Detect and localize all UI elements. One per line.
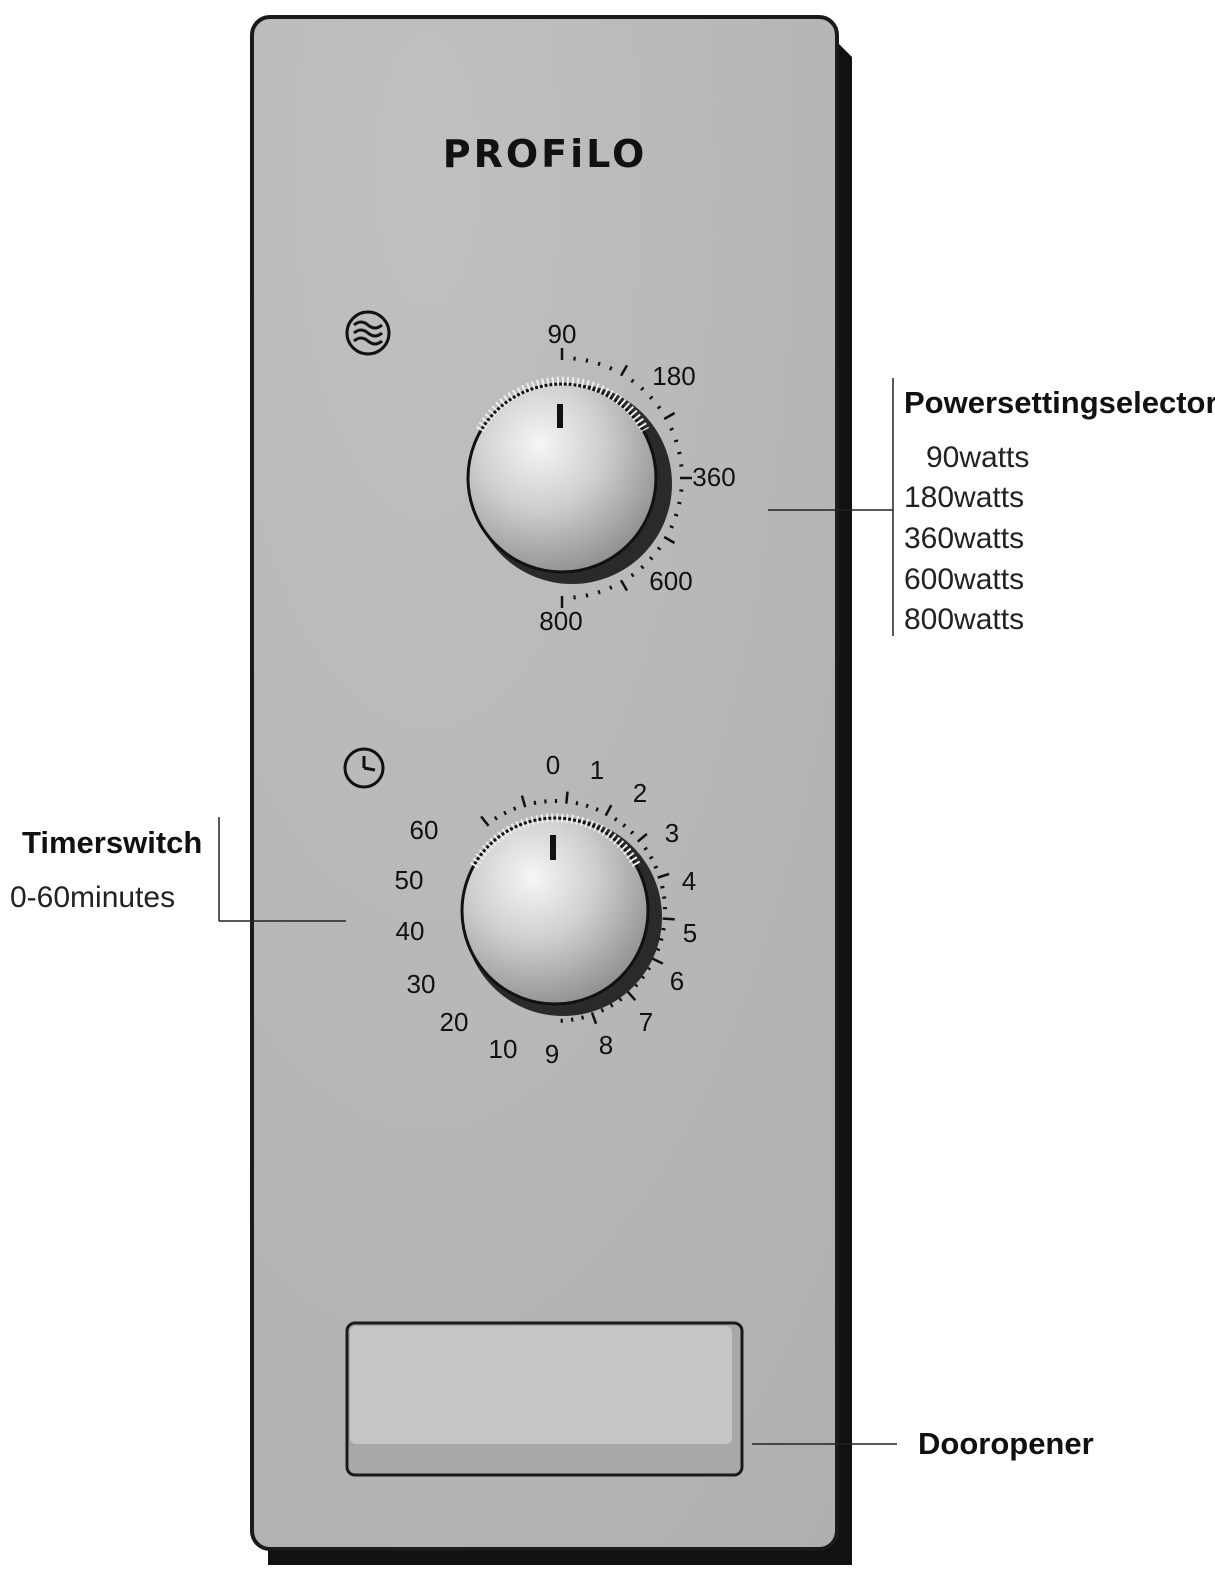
power-knob-indicator	[557, 404, 563, 428]
door-opener-face	[350, 1326, 732, 1444]
power-dial-tick	[598, 362, 599, 366]
timer-dial-label-40: 40	[396, 916, 425, 946]
power-dial-tick	[674, 514, 678, 515]
timer-dial-tick	[659, 939, 663, 940]
power-dial-label-800: 800	[539, 606, 582, 636]
power-option-600: 600watts	[904, 563, 1024, 596]
timer-dial-label-5: 5	[683, 918, 697, 948]
power-dial-tick	[587, 359, 588, 363]
timer-dial-tick	[582, 1016, 583, 1020]
timer-dial-tick	[654, 866, 658, 868]
power-dial-label-360: 360	[692, 462, 735, 492]
timer-dial-tick	[514, 807, 515, 811]
power-selector-title: Powersettingselector	[904, 385, 1215, 420]
timer-dial-tick	[566, 792, 567, 804]
timer-dial-label-50: 50	[395, 865, 424, 895]
timer-dial-tick	[572, 1018, 573, 1022]
power-option-180: 180watts	[904, 481, 1024, 514]
door-opener[interactable]	[347, 1323, 742, 1475]
timer-dial-label-8: 8	[599, 1030, 613, 1060]
timer-dial-label-30: 30	[407, 969, 436, 999]
timer-dial-label-7: 7	[639, 1007, 653, 1037]
timer-dial-label-1: 1	[590, 755, 604, 785]
timer-dial-tick	[587, 804, 588, 808]
power-dial-tick	[674, 440, 678, 441]
power-option-90: 90watts	[926, 441, 1029, 474]
timer-dial-label-20: 20	[440, 1007, 469, 1037]
timer-dial-label-10: 10	[489, 1034, 518, 1064]
power-dial-tick	[677, 453, 681, 454]
timer-dial-label-9: 9	[545, 1039, 559, 1069]
timer-title: Timerswitch	[22, 825, 202, 860]
timer-dial-tick	[596, 808, 598, 812]
timer-dial-tick	[577, 801, 578, 805]
timer-knob-indicator	[550, 835, 556, 860]
timer-dial-tick	[662, 929, 666, 930]
power-dial-label-600: 600	[649, 566, 692, 596]
timer-dial-tick	[663, 919, 675, 920]
power-dial-tick	[610, 367, 612, 371]
power-option-800: 800watts	[904, 603, 1024, 636]
timer-dial-label-6: 6	[670, 966, 684, 996]
timer-dial-label-2: 2	[633, 778, 647, 808]
power-dial-tick	[610, 586, 612, 590]
power-dial-tick	[677, 503, 681, 504]
power-dial-label-90: 90	[548, 319, 577, 349]
power-option-360: 360watts	[904, 522, 1024, 555]
timer-dial-label-4: 4	[682, 866, 696, 896]
timer-dial-tick	[656, 949, 660, 950]
timer-range: 0-60minutes	[10, 881, 175, 914]
power-dial-tick	[598, 590, 599, 594]
power-dial-tick	[587, 593, 588, 597]
timer-dial-tick	[601, 1008, 603, 1012]
power-dial-tick	[670, 428, 674, 430]
door-opener-title: Dooropener	[918, 1426, 1094, 1461]
brand-logo: PROFiLO	[443, 132, 648, 176]
power-dial-label-180: 180	[652, 361, 695, 391]
timer-dial-tick	[660, 887, 664, 888]
control-panel	[252, 17, 837, 1549]
timer-dial-label-3: 3	[665, 818, 679, 848]
timer-dial-tick	[535, 801, 536, 805]
power-dial-tick	[670, 526, 674, 528]
timer-dial-label-60: 60	[410, 815, 439, 845]
timer-dial-label-0: 0	[546, 750, 560, 780]
